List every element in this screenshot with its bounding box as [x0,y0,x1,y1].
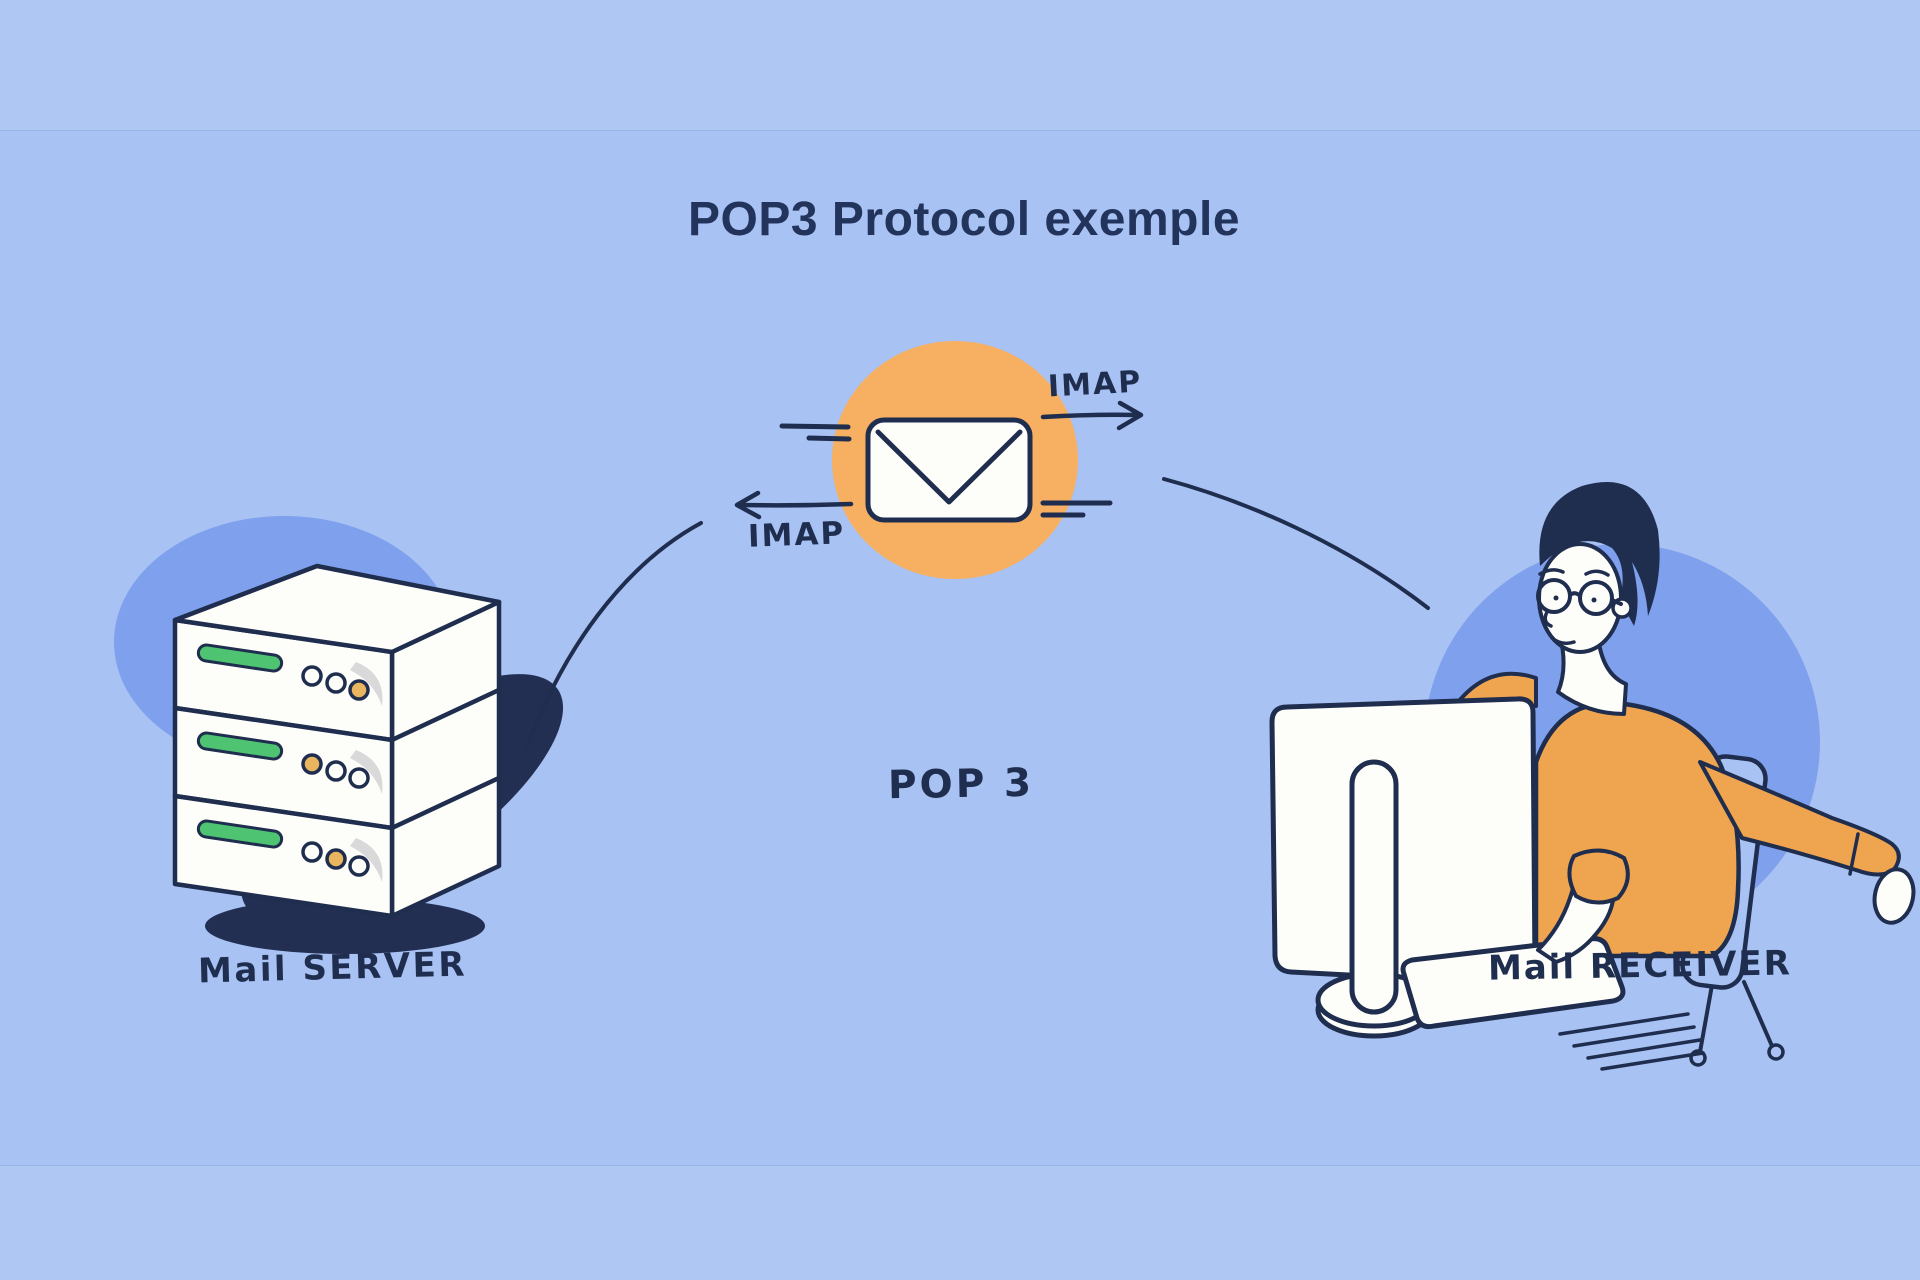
mail-server-illustration [114,516,564,954]
envelope-badge [779,341,1113,579]
person-hand-right [1872,867,1916,925]
green-led-strip [196,643,284,849]
imap-label-bottom: IMAP [747,515,846,555]
person-hair [1539,481,1660,626]
mail-server-label: Mail SERVER [197,944,468,992]
bottom-band [0,1165,1920,1280]
desk-slab [1400,936,1626,1030]
envelope-to-receiver-curve [1162,477,1430,610]
speed-lines [779,423,1113,518]
computer-monitor-icon [1269,696,1538,1039]
person-nose [1543,610,1553,628]
desk-shadow-lines [1558,1012,1705,1071]
glasses-icon [1536,578,1623,616]
server-shade [350,838,383,882]
person-eyebrows [1538,568,1610,577]
person-arm-right [1698,760,1901,877]
sleeve-cuff-line [1848,832,1860,876]
mail-receiver-label: Mail RECEIVER [1487,943,1793,989]
pop3-label: POP 3 [887,760,1035,809]
status-dots [301,665,370,877]
server-top-face [172,563,502,655]
person-smile [1550,636,1576,646]
arrow-right-icon [1040,400,1144,431]
arrow-left-icon [734,490,854,520]
server-shade [350,750,383,794]
sleeve-cuff-left [1567,848,1630,905]
top-band [0,0,1920,131]
server-shade [350,662,383,706]
imap-label-top: IMAP [1047,364,1144,405]
server-shadow-bottom [205,898,485,954]
server-to-envelope-curve [525,521,703,749]
person-neck [1556,634,1628,716]
page-title: POP3 Protocol exemple [688,193,1241,246]
mail-receiver-illustration [1269,481,1916,1071]
envelope-icon [865,417,1033,523]
